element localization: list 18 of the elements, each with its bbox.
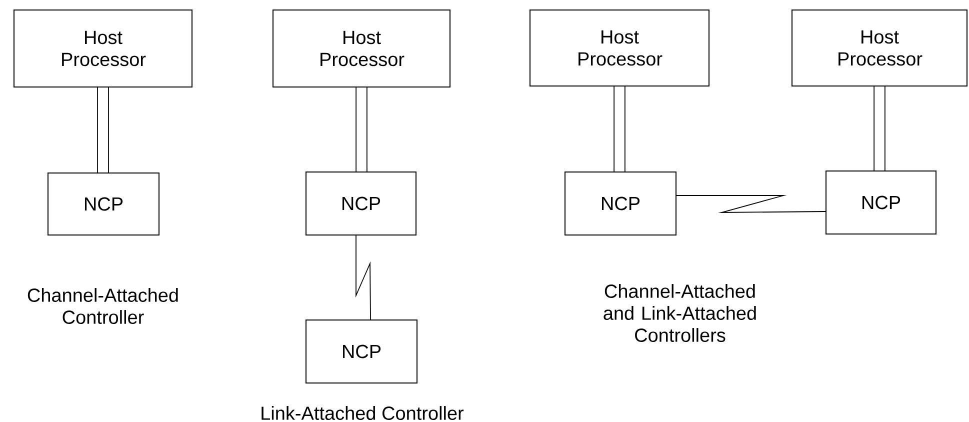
- connection-line: [614, 86, 626, 172]
- connection-line: [874, 86, 886, 170]
- ncp-box: NCP: [826, 170, 936, 234]
- caption-text: Channel-Attached Controller: [28, 288, 178, 324]
- ncp-box: NCP: [564, 172, 676, 236]
- connection-line: [97, 88, 109, 172]
- host-processor-box: Host Processor: [14, 10, 192, 88]
- ncp-box: NCP: [306, 172, 416, 236]
- host-processor-box: Host Processor: [792, 10, 968, 86]
- caption-text: Channel-Attached and Link-Attached Controllers: [604, 284, 756, 342]
- connection-line: [676, 195, 826, 213]
- ncp-box: NCP: [48, 172, 160, 236]
- ncp-box: NCP: [306, 320, 418, 384]
- host-processor-box: Host Processor: [272, 10, 450, 88]
- caption-text: Link-Attached Controller: [262, 406, 464, 420]
- host-processor-box: Host Processor: [530, 10, 710, 86]
- connection-line: [356, 235, 371, 320]
- connection-line: [356, 88, 368, 172]
